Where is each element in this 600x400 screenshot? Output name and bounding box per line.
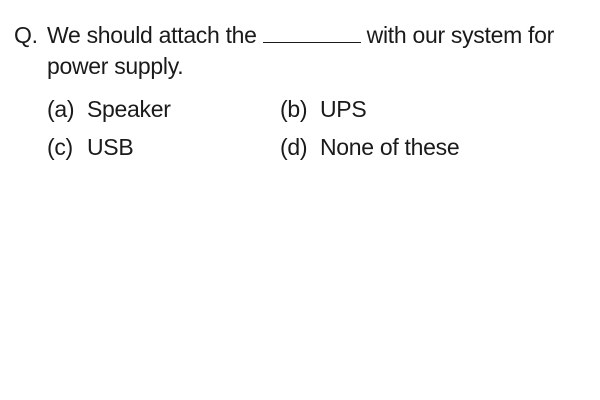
answer-blank <box>262 22 361 43</box>
option-letter: (c) <box>47 133 73 160</box>
option-a: (a) Speaker <box>47 96 280 123</box>
option-label: UPS <box>320 95 367 122</box>
option-c: (c) USB <box>47 134 280 161</box>
question-text-before: We should attach the <box>47 22 257 48</box>
options-row: (a) Speaker (b) UPS <box>47 90 587 128</box>
option-label: None of these <box>320 133 460 160</box>
option-letter: (a) <box>47 95 75 122</box>
option-b: (b) UPS <box>280 96 513 123</box>
question-text-after: with our system for power supply. <box>47 22 554 79</box>
option-letter: (b) <box>280 95 308 122</box>
options-list: (a) Speaker (b) UPS (c) USB (d) None of … <box>47 90 587 166</box>
option-label: Speaker <box>87 95 171 122</box>
options-row: (c) USB (d) None of these <box>47 128 587 166</box>
option-d: (d) None of these <box>280 134 513 161</box>
option-label: USB <box>87 133 134 160</box>
option-letter: (d) <box>280 133 308 160</box>
question-marker: Q. <box>14 22 38 48</box>
